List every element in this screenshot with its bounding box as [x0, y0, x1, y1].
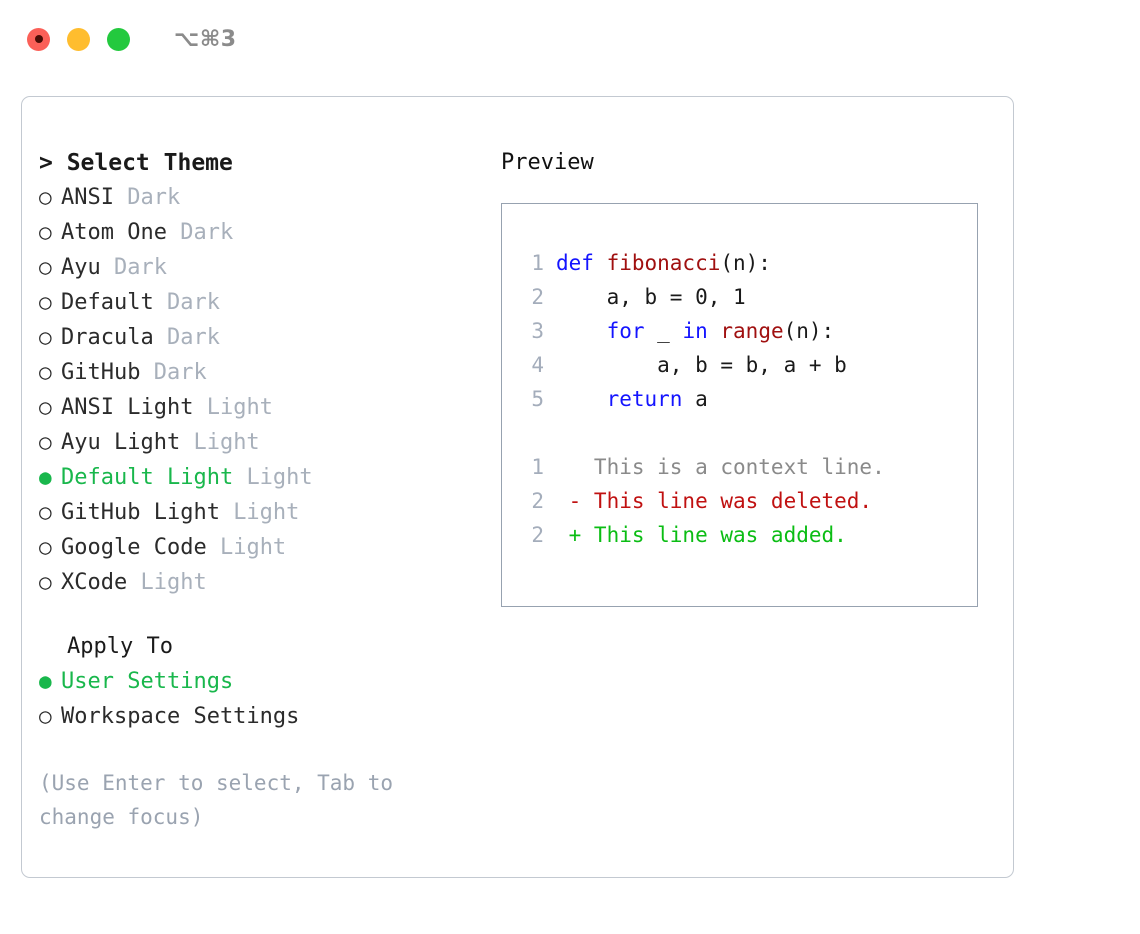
- theme-option-kind: Light: [233, 500, 300, 525]
- apply-to-option-label: Workspace Settings: [61, 704, 300, 729]
- theme-option-6[interactable]: ○ ANSI Light Light: [39, 390, 489, 425]
- code-line-text: return a: [606, 387, 708, 411]
- theme-option-label: Ayu Light: [61, 430, 194, 455]
- minimize-button[interactable]: [67, 27, 90, 51]
- keyboard-hint: (Use Enter to select, Tab to change focu…: [39, 771, 406, 829]
- code-line-text: for _ in range(n):: [606, 319, 835, 343]
- radio-unselected-icon: ○: [39, 220, 52, 244]
- line-number: 1: [531, 251, 544, 275]
- apply-to-option-0[interactable]: ● User Settings: [39, 664, 489, 699]
- theme-option-kind: Dark: [180, 220, 234, 245]
- theme-option-9[interactable]: ○ GitHub Light Light: [39, 495, 489, 530]
- apply-to-section: Apply To ● User Settings ○ Workspace Settin…: [39, 630, 489, 734]
- theme-option-7[interactable]: ○ Ayu Light Light: [39, 425, 489, 460]
- main-panel: > Select Theme ○ANSI Dark○Atom One Dark○…: [21, 96, 1014, 878]
- code-line-text: This is a context line.: [556, 455, 885, 479]
- code-line: 4 a, b = b, a + b: [516, 348, 977, 382]
- close-button[interactable]: [27, 27, 50, 51]
- theme-option-kind: Dark: [166, 290, 220, 315]
- theme-option-10[interactable]: ○ Google Code Light: [39, 530, 489, 565]
- code-line-text: def fibonacci(n):: [556, 251, 771, 275]
- code-line-text: + This line was added.: [556, 523, 847, 547]
- theme-option-kind: Dark: [127, 185, 181, 210]
- theme-option-2[interactable]: ○ Ayu Dark: [39, 250, 489, 285]
- code-line: 2 a, b = 0, 1: [516, 280, 977, 314]
- line-number: 3: [531, 319, 544, 343]
- code-line-text: a, b = b, a + b: [556, 353, 847, 377]
- radio-unselected-icon: ○: [39, 325, 52, 349]
- theme-option-1[interactable]: ○ Atom One Dark: [39, 215, 489, 250]
- theme-option-kind: Light: [140, 570, 207, 595]
- theme-option-8[interactable]: ● Default Light Light: [39, 460, 489, 495]
- radio-unselected-icon: ○: [39, 535, 52, 559]
- code-line: 5 return a: [516, 382, 977, 416]
- theme-selector-column: > Select Theme ○ANSI Dark○Atom One Dark○…: [39, 146, 489, 834]
- apply-to-title: Apply To: [67, 634, 173, 659]
- apply-to-option-1[interactable]: ○ Workspace Settings: [39, 699, 489, 734]
- radio-selected-icon: ●: [39, 465, 52, 489]
- line-number: 4: [531, 353, 544, 377]
- radio-unselected-icon: ○: [39, 570, 52, 594]
- theme-option-11[interactable]: ○ XCode Light: [39, 565, 489, 600]
- theme-option-0[interactable]: ○ ANSI Dark: [39, 180, 489, 215]
- theme-option-label: ANSI Light: [61, 395, 207, 420]
- window-controls: [27, 27, 130, 51]
- code-line-text: a, b = 0, 1: [556, 285, 746, 309]
- diff-line: 2 - This line was deleted.: [516, 484, 977, 518]
- maximize-button[interactable]: [107, 27, 130, 51]
- code-spacer: [516, 416, 977, 450]
- radio-unselected-icon: ○: [39, 704, 52, 728]
- preview-header: Preview: [501, 150, 594, 175]
- theme-option-label: Default Light: [61, 465, 247, 490]
- theme-option-label: Atom One: [61, 220, 181, 245]
- code-line: 1 def fibonacci(n):: [516, 246, 977, 280]
- line-number: 2: [531, 489, 544, 513]
- theme-option-label: Default: [61, 290, 167, 315]
- theme-option-kind: Dark: [166, 325, 220, 350]
- theme-option-label: XCode: [61, 570, 141, 595]
- diff-line: 2 + This line was added.: [516, 518, 977, 552]
- radio-unselected-icon: ○: [39, 185, 52, 209]
- theme-option-label: GitHub Light: [61, 500, 234, 525]
- keyboard-shortcut-label: ⌥⌘3: [174, 26, 237, 52]
- theme-option-3[interactable]: ○ Default Dark: [39, 285, 489, 320]
- theme-option-label: Ayu: [61, 255, 114, 280]
- theme-option-5[interactable]: ○ GitHub Dark: [39, 355, 489, 390]
- radio-unselected-icon: ○: [39, 500, 52, 524]
- line-number: 2: [531, 285, 544, 309]
- theme-option-label: Dracula: [61, 325, 167, 350]
- line-number: 2: [531, 523, 544, 547]
- theme-option-kind: Dark: [153, 360, 207, 385]
- theme-option-kind: Light: [206, 395, 273, 420]
- theme-option-4[interactable]: ○ Dracula Dark: [39, 320, 489, 355]
- theme-list[interactable]: ○ ANSI Dark ○ Atom One Dark ○ Ayu Dark ○ Defaul…: [39, 180, 489, 600]
- code-line-text: - This line was deleted.: [556, 489, 873, 513]
- theme-option-kind: Light: [246, 465, 313, 490]
- radio-unselected-icon: ○: [39, 290, 52, 314]
- apply-to-option-label: User Settings: [61, 669, 234, 694]
- theme-option-kind: Dark: [113, 255, 167, 280]
- select-theme-header: > Select Theme: [39, 150, 233, 176]
- apply-to-options[interactable]: ● User Settings ○ Workspace Settings: [39, 664, 489, 734]
- theme-option-label: ANSI: [61, 185, 128, 210]
- radio-unselected-icon: ○: [39, 360, 52, 384]
- preview-column: Preview: [501, 146, 1001, 180]
- theme-option-label: GitHub: [61, 360, 154, 385]
- line-number: 1: [531, 455, 544, 479]
- theme-option-kind: Light: [219, 535, 287, 560]
- radio-unselected-icon: ○: [39, 430, 52, 454]
- line-number: 5: [531, 387, 544, 411]
- radio-unselected-icon: ○: [39, 255, 52, 279]
- diff-line: 1 This is a context line.: [516, 450, 977, 484]
- radio-unselected-icon: ○: [39, 395, 52, 419]
- recording-indicator-icon: [34, 35, 43, 43]
- theme-option-label: Google Code: [61, 535, 220, 560]
- code-line: 3 for _ in range(n):: [516, 314, 977, 348]
- theme-option-kind: Light: [193, 430, 260, 455]
- radio-selected-icon: ●: [39, 669, 52, 693]
- title-bar: ⌥⌘3: [0, 0, 1140, 78]
